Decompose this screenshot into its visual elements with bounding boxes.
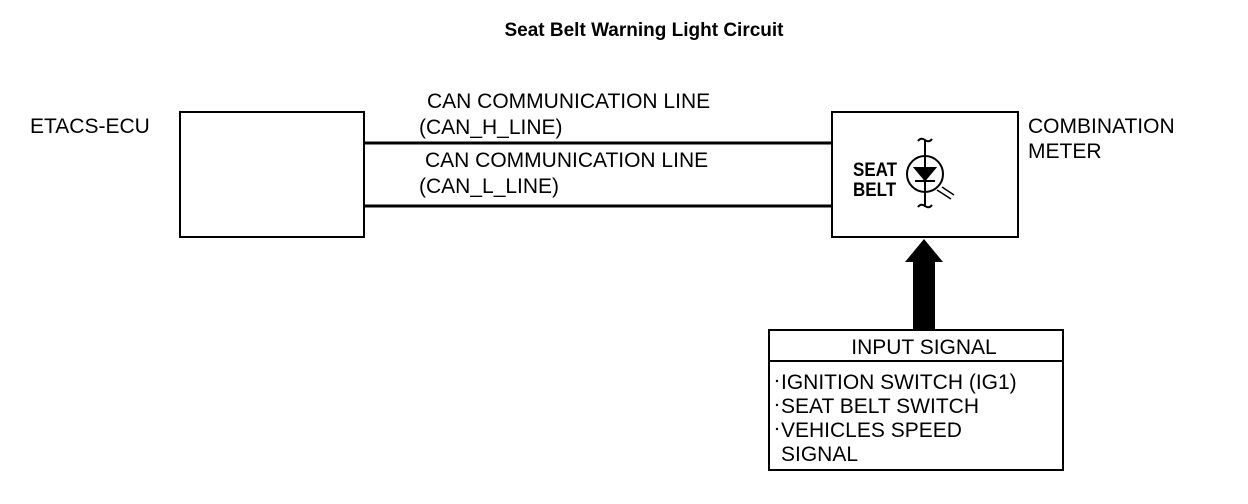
combination-meter-box <box>831 111 1019 238</box>
bullet <box>775 403 779 407</box>
input-signal-box <box>768 329 1064 471</box>
etacs-ecu-box <box>179 111 365 238</box>
combination-meter-label-2: METER <box>1028 140 1102 163</box>
input-signal-item: SIGNAL <box>781 443 858 466</box>
can-h-sublabel: (CAN_H_LINE) <box>419 116 563 139</box>
diagram-title: Seat Belt Warning Light Circuit <box>504 20 784 41</box>
can-h-label: CAN COMMUNICATION LINE <box>427 90 710 113</box>
input-signal-item: SEAT BELT SWITCH <box>781 395 979 418</box>
input-signal-item: IGNITION SWITCH (IG1) <box>781 371 1017 394</box>
input-arrow <box>905 239 943 330</box>
bullet <box>775 427 779 431</box>
can-l-label: CAN COMMUNICATION LINE <box>425 149 708 172</box>
can-l-sublabel: (CAN_L_LINE) <box>419 175 559 198</box>
combination-meter-label: COMBINATION <box>1028 115 1175 138</box>
input-signal-header: INPUT SIGNAL <box>851 336 996 359</box>
bullet <box>775 379 779 383</box>
seat-belt-label-2: BELT <box>853 178 896 200</box>
led-indicator-icon <box>906 137 955 209</box>
seat-belt-label: SEAT <box>853 158 897 180</box>
etacs-ecu-label: ETACS-ECU <box>30 115 150 138</box>
input-signal-item: VEHICLES SPEED <box>781 419 962 442</box>
